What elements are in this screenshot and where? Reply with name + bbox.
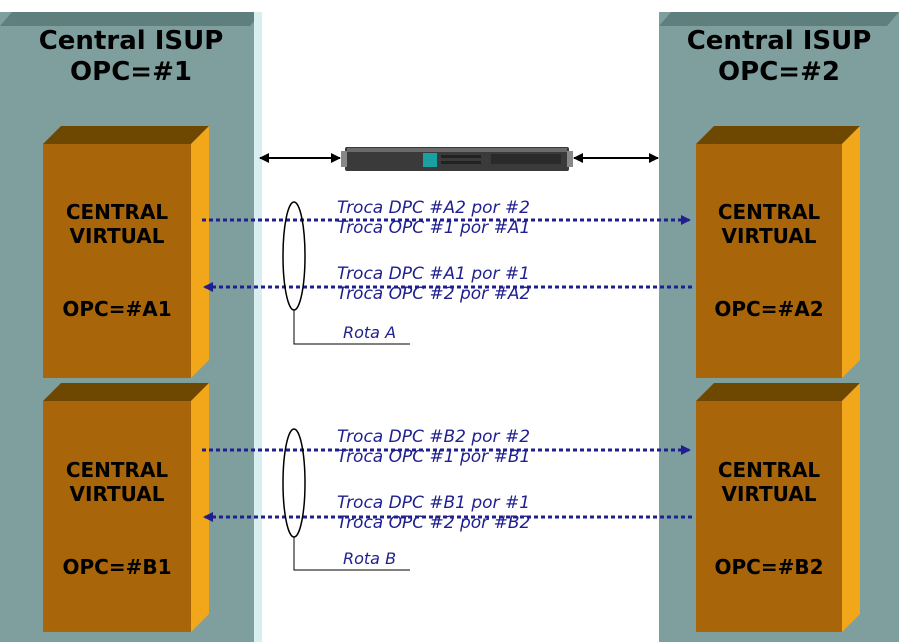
opc-label: OPC=#A2 — [714, 297, 824, 321]
box-top — [43, 126, 209, 144]
route-b-back-line1: Troca DPC #B1 por #1 — [337, 493, 531, 513]
box-front: CENTRAL VIRTUAL OPC=#A1 — [43, 144, 191, 378]
box-side — [842, 383, 860, 632]
panel-top-bevel — [659, 12, 899, 26]
box-top — [696, 383, 860, 401]
route-a-forward-line2: Troca OPC #1 por #A1 — [337, 218, 531, 238]
virtual-central-a1: CENTRAL VIRTUAL OPC=#A1 — [43, 126, 209, 378]
central-isup-1-title: Central ISUP OPC=#1 — [38, 26, 224, 87]
route-b-label: Rota B — [343, 549, 397, 568]
box-top — [43, 383, 209, 401]
opc-label: OPC=#A1 — [62, 297, 172, 321]
network-device-icon — [341, 147, 573, 171]
virtual-central-label: CENTRAL VIRTUAL — [65, 458, 169, 506]
box-front: CENTRAL VIRTUAL OPC=#A2 — [696, 144, 842, 378]
box-front: CENTRAL VIRTUAL OPC=#B2 — [696, 401, 842, 632]
box-front: CENTRAL VIRTUAL OPC=#B1 — [43, 401, 191, 632]
route-a-back-line1: Troca DPC #A1 por #1 — [337, 264, 530, 284]
route-a-back-line2: Troca OPC #2 por #A2 — [337, 284, 531, 304]
route-a-ellipse — [282, 201, 306, 311]
route-a-forward-line1: Troca DPC #A2 por #2 — [337, 198, 530, 218]
virtual-central-a2: CENTRAL VIRTUAL OPC=#A2 — [696, 126, 860, 378]
route-b-back-line2: Troca OPC #2 por #B2 — [337, 513, 531, 533]
virtual-central-b2: CENTRAL VIRTUAL OPC=#B2 — [696, 383, 860, 632]
central-isup-2-title: Central ISUP OPC=#2 — [686, 26, 872, 87]
panel-top-bevel — [0, 12, 262, 26]
virtual-central-label: CENTRAL VIRTUAL — [717, 200, 821, 248]
route-b-ellipse — [282, 428, 306, 538]
virtual-central-label: CENTRAL VIRTUAL — [717, 458, 821, 506]
opc-label: OPC=#B1 — [62, 555, 172, 579]
virtual-central-b1: CENTRAL VIRTUAL OPC=#B1 — [43, 383, 209, 632]
panel-edge — [254, 12, 262, 642]
opc-label: OPC=#B2 — [714, 555, 824, 579]
box-side — [842, 126, 860, 378]
virtual-central-label: CENTRAL VIRTUAL — [65, 200, 169, 248]
box-top — [696, 126, 860, 144]
box-side — [191, 126, 209, 378]
box-side — [191, 383, 209, 632]
route-b-forward-line1: Troca DPC #B2 por #2 — [337, 427, 531, 447]
route-b-forward-line2: Troca OPC #1 por #B1 — [337, 447, 531, 467]
route-a-label: Rota A — [343, 323, 397, 342]
